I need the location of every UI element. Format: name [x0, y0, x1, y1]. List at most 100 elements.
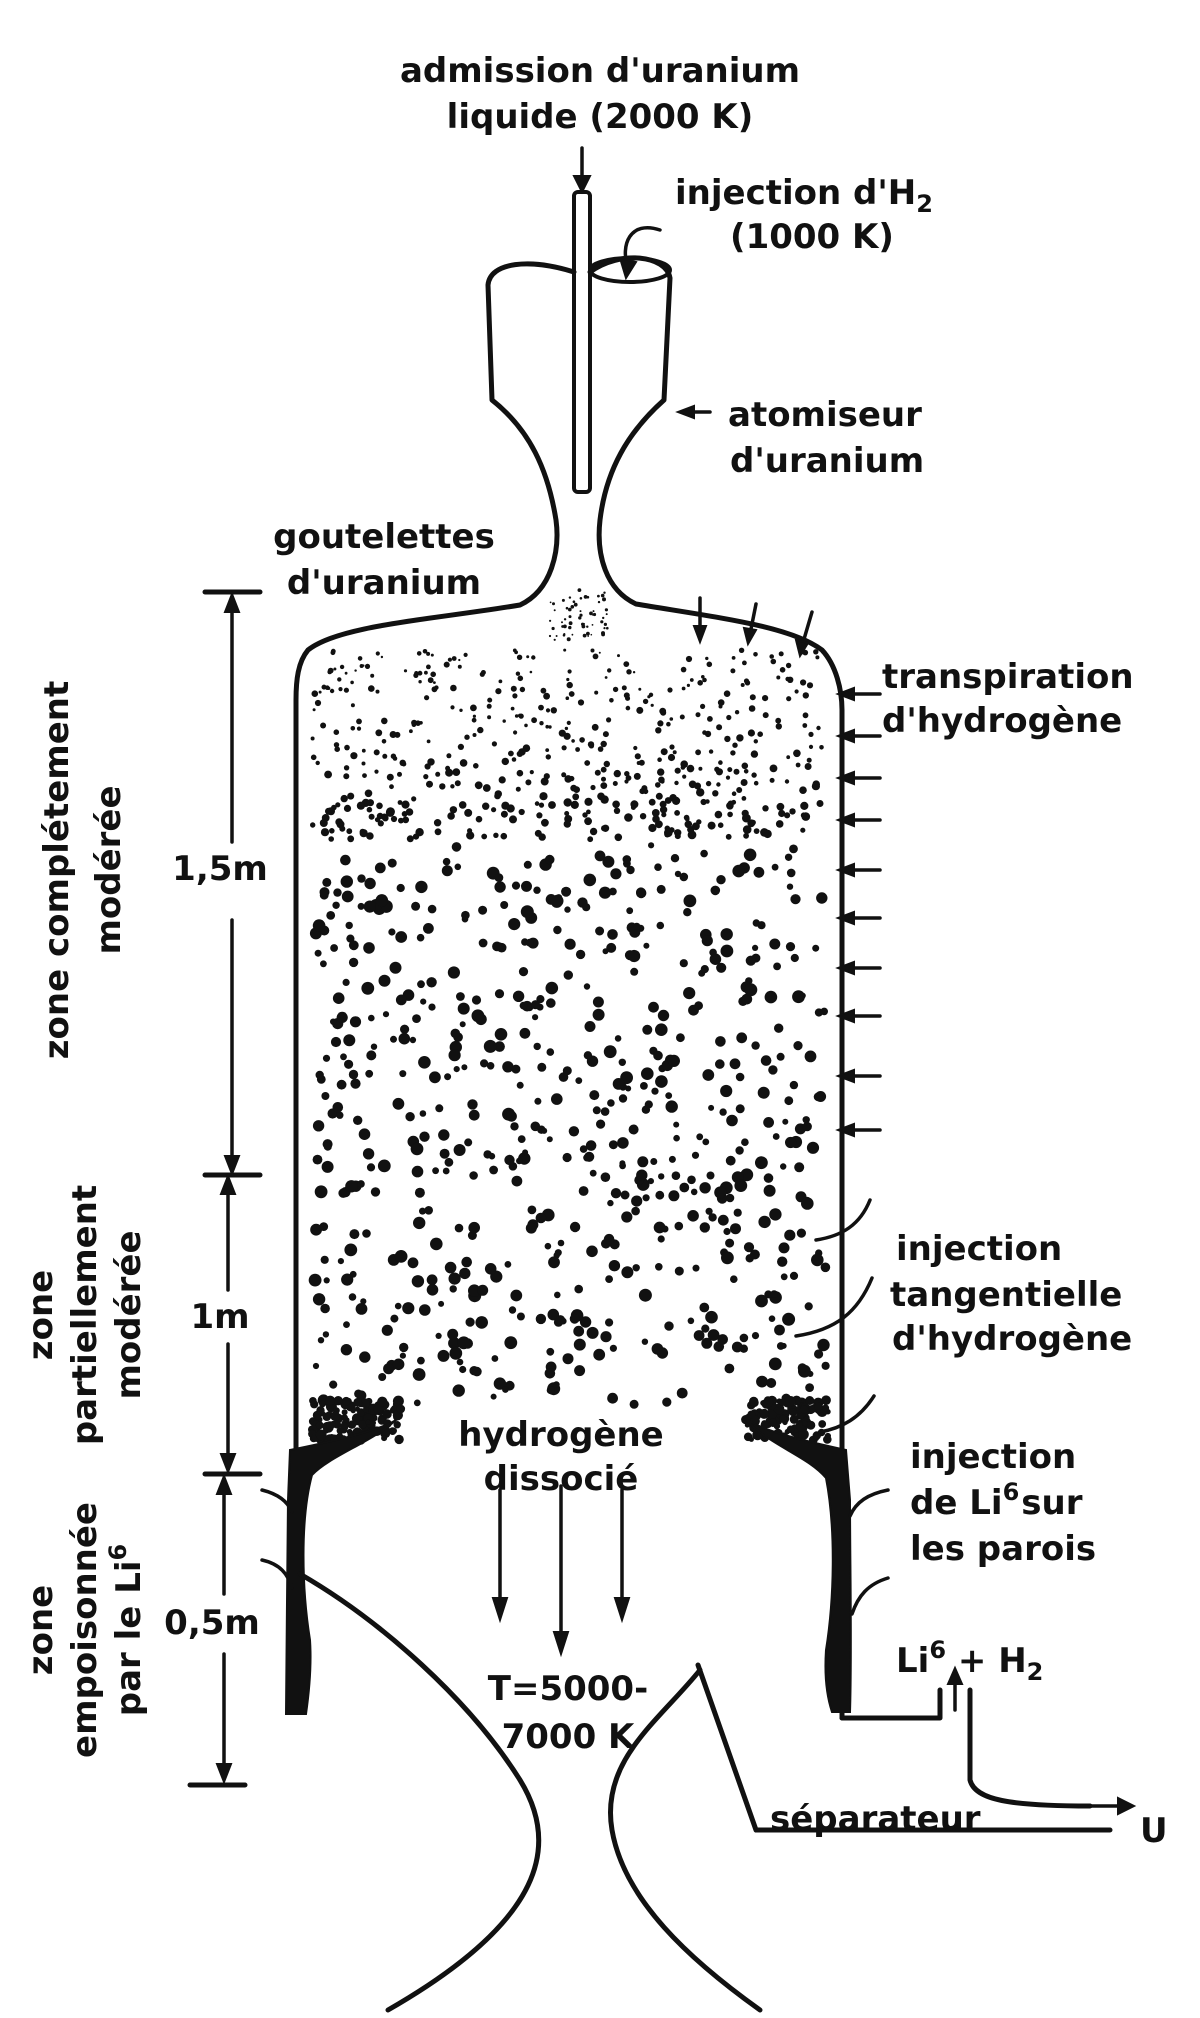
uranium-droplet: [471, 995, 482, 1005]
uranium-droplet: [648, 1001, 659, 1013]
uranium-droplet: [566, 637, 571, 642]
uranium-droplet: [707, 1329, 720, 1341]
uranium-droplet: [396, 1404, 406, 1414]
uranium-droplet: [554, 1291, 561, 1299]
uranium-droplet: [631, 1195, 643, 1207]
uranium-droplet: [356, 726, 362, 731]
uranium-droplet: [565, 606, 569, 610]
uranium-droplet: [557, 1239, 565, 1247]
uranium-droplet: [695, 749, 701, 756]
uranium-droplet: [804, 1050, 817, 1063]
uranium-droplet: [802, 712, 809, 719]
uranium-droplet: [377, 1159, 391, 1173]
uranium-droplet: [343, 765, 350, 771]
uranium-droplet: [801, 1197, 814, 1210]
uranium-droplet: [623, 661, 630, 667]
uranium-droplet: [444, 1261, 457, 1274]
uranium-droplet: [620, 1190, 630, 1200]
uranium-droplet: [594, 769, 601, 776]
uranium-droplet: [776, 802, 785, 811]
uranium-droplet: [475, 1013, 487, 1026]
uranium-droplet: [356, 801, 365, 810]
uranium-droplet: [823, 1435, 832, 1444]
uranium-droplet: [763, 1173, 774, 1183]
uranium-droplet: [734, 710, 740, 715]
uranium-droplet: [591, 624, 594, 626]
uranium-droplet: [498, 679, 503, 684]
uranium-droplet: [320, 960, 327, 968]
uranium-droplet: [569, 1221, 581, 1233]
uranium-droplet: [434, 685, 439, 690]
uranium-droplet: [360, 1398, 370, 1408]
uranium-droplet: [589, 1169, 597, 1177]
uranium-droplet: [712, 790, 719, 797]
uranium-droplet: [592, 1008, 605, 1021]
uranium-droplet: [747, 1410, 756, 1419]
uranium-droplet: [700, 965, 709, 974]
uranium-droplet: [435, 771, 441, 777]
uranium-droplet: [602, 731, 609, 738]
uranium-droplet: [578, 616, 582, 620]
label-injection-li-line1: injection: [910, 1437, 1076, 1477]
uranium-droplet: [362, 1148, 375, 1160]
uranium-droplet: [657, 1009, 670, 1022]
uranium-droplet: [544, 1368, 556, 1379]
uranium-droplet: [568, 607, 572, 612]
uranium-droplet: [587, 836, 594, 843]
uranium-droplet: [545, 708, 551, 713]
uranium-droplet: [683, 987, 696, 1000]
uranium-droplet: [564, 938, 576, 950]
uranium-droplet: [402, 1302, 415, 1315]
uranium-droplet: [414, 671, 419, 676]
uranium-droplet: [314, 699, 322, 707]
label-u-output: U: [1140, 1811, 1168, 1851]
label-goutelettes-line2: d'uranium: [287, 563, 481, 603]
uranium-droplet: [751, 1041, 760, 1050]
uranium-droplet: [550, 707, 557, 714]
uranium-droplet: [540, 687, 547, 694]
uranium-droplet: [572, 793, 580, 801]
uranium-droplet: [724, 1363, 735, 1374]
uranium-droplet: [739, 1333, 749, 1343]
uranium-droplet: [617, 654, 620, 658]
uranium-droplet: [459, 1021, 466, 1028]
uranium-droplet: [715, 1036, 726, 1047]
uranium-droplet: [454, 1223, 464, 1233]
uranium-droplet: [657, 1235, 665, 1243]
uranium-droplet: [344, 1243, 358, 1257]
uranium-droplet: [451, 656, 457, 661]
uranium-droplet: [771, 863, 779, 871]
uranium-droplet: [546, 1347, 555, 1356]
uranium-droplet: [778, 1242, 790, 1254]
uranium-droplet: [363, 900, 376, 913]
uranium-droplet: [786, 755, 791, 760]
uranium-droplet: [651, 1343, 664, 1355]
uranium-droplet: [753, 780, 759, 786]
uranium-droplet: [546, 1386, 555, 1395]
uranium-droplet: [804, 1302, 813, 1311]
uranium-droplet: [310, 736, 315, 741]
uranium-droplet: [691, 1151, 700, 1159]
uranium-droplet: [769, 938, 781, 950]
uranium-droplet: [700, 798, 707, 806]
label-hydrogene-line2: dissocié: [484, 1459, 639, 1499]
uranium-droplet: [312, 1293, 326, 1306]
uranium-droplet: [667, 687, 673, 693]
uranium-droplet: [467, 1099, 478, 1110]
zone-3-label-line1: zone: [21, 1585, 61, 1675]
uranium-droplet: [612, 800, 620, 809]
uranium-droplet: [700, 849, 708, 858]
uranium-droplet: [667, 753, 676, 762]
uranium-droplet: [427, 904, 437, 914]
uranium-droplet: [639, 788, 646, 795]
uranium-droplet: [760, 1160, 768, 1168]
uranium-droplet: [464, 1138, 473, 1147]
uranium-droplet: [751, 1332, 760, 1340]
uranium-droplet: [340, 854, 351, 866]
uranium-droplet: [630, 805, 636, 810]
uranium-droplet: [625, 705, 631, 711]
uranium-droplet: [674, 1221, 684, 1231]
uranium-droplet: [353, 1115, 363, 1126]
uranium-droplet: [540, 777, 549, 786]
uranium-droplet: [564, 726, 569, 731]
